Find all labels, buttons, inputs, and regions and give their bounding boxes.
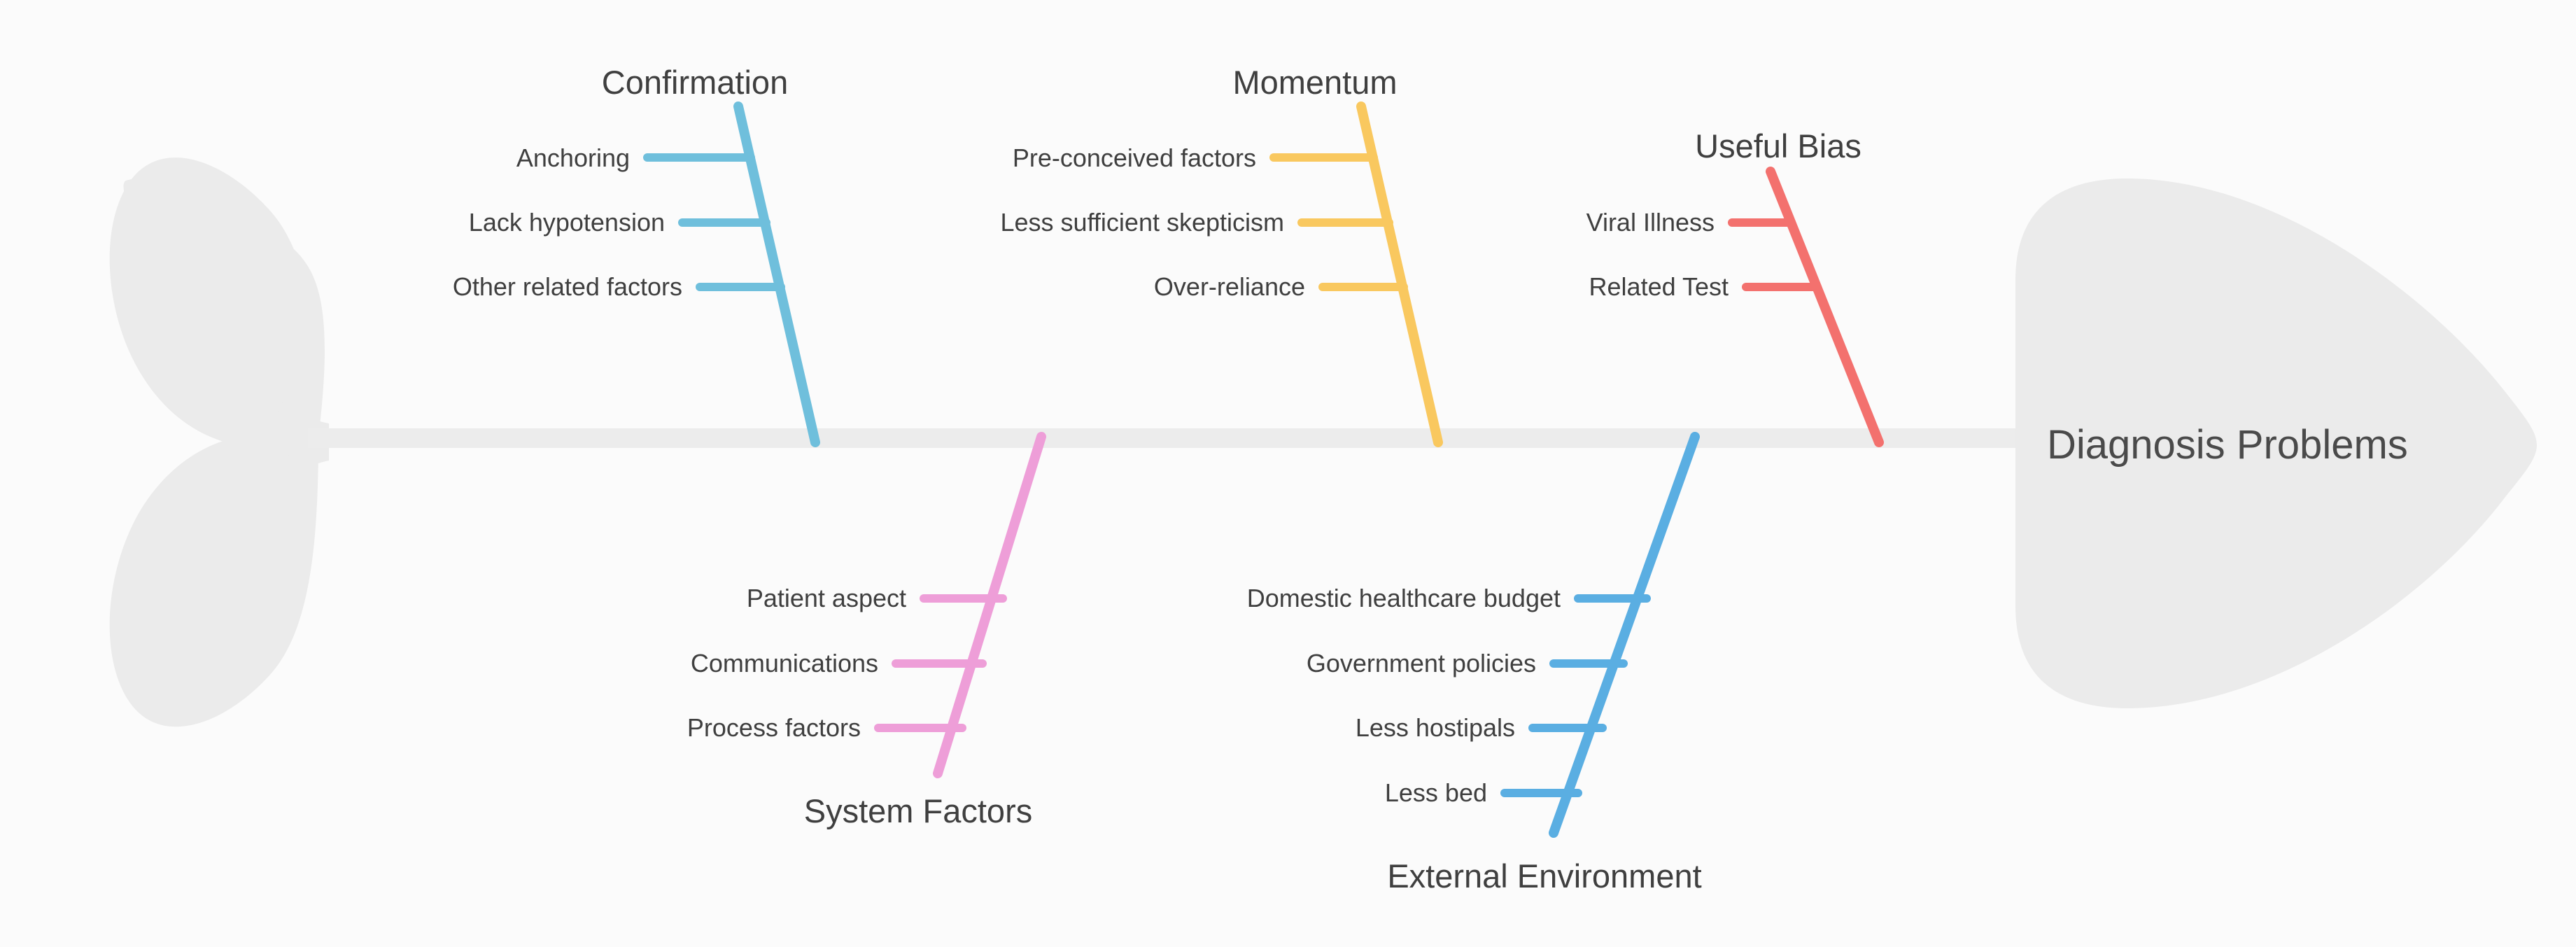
branch-confirmation[interactable] <box>643 101 820 447</box>
branch-system-factors-stem <box>933 432 1046 778</box>
cause-label-external-environment-2: Government policies <box>1307 649 1536 678</box>
branch-momentum[interactable] <box>1269 101 1443 447</box>
fish-head-shape <box>2015 178 2537 708</box>
category-label-useful-bias: Useful Bias <box>1695 127 1861 164</box>
branch-momentum-stem <box>1356 101 1443 447</box>
cause-label-external-environment-4: Less bed <box>1385 778 1487 807</box>
branch-external-environment[interactable] <box>1500 432 1700 838</box>
category-label-momentum: Momentum <box>1232 64 1397 101</box>
category-label-external-environment: External Environment <box>1387 857 1701 895</box>
branch-useful-bias[interactable] <box>1728 167 1884 447</box>
cause-label-useful-bias-1: Viral Illness <box>1586 208 1715 237</box>
fish-tail-connector <box>266 392 329 493</box>
fish-head-label: Diagnosis Problems <box>2047 422 2408 468</box>
category-label-confirmation: Confirmation <box>602 64 788 101</box>
cause-label-momentum-2: Less sufficient skepticism <box>1001 208 1285 237</box>
cause-label-confirmation-3: Other related factors <box>453 272 682 301</box>
cause-label-momentum-1: Pre-conceived factors <box>1013 143 1256 172</box>
cause-label-external-environment-1: Domestic healthcare budget <box>1247 584 1561 612</box>
branch-useful-bias-stem <box>1766 167 1884 447</box>
cause-label-system-factors-2: Communications <box>691 649 878 678</box>
cause-label-momentum-3: Over-reliance <box>1154 272 1305 301</box>
category-label-system-factors: System Factors <box>804 792 1032 829</box>
cause-label-system-factors-3: Process factors <box>687 713 861 742</box>
branch-system-factors[interactable] <box>874 432 1046 778</box>
branch-confirmation-stem <box>733 101 820 447</box>
cause-label-confirmation-1: Anchoring <box>516 143 630 172</box>
fish-spine <box>308 428 2057 448</box>
cause-label-confirmation-2: Lack hypotension <box>469 208 665 237</box>
cause-label-system-factors-1: Patient aspect <box>747 584 906 612</box>
cause-label-useful-bias-2: Related Test <box>1589 272 1729 301</box>
cause-label-external-environment-3: Less hostipals <box>1356 713 1515 742</box>
branch-external-environment-stem <box>1549 432 1700 838</box>
fish-tail-upper-lobe <box>109 157 319 448</box>
fish-tail-lower-lobe <box>109 433 319 727</box>
